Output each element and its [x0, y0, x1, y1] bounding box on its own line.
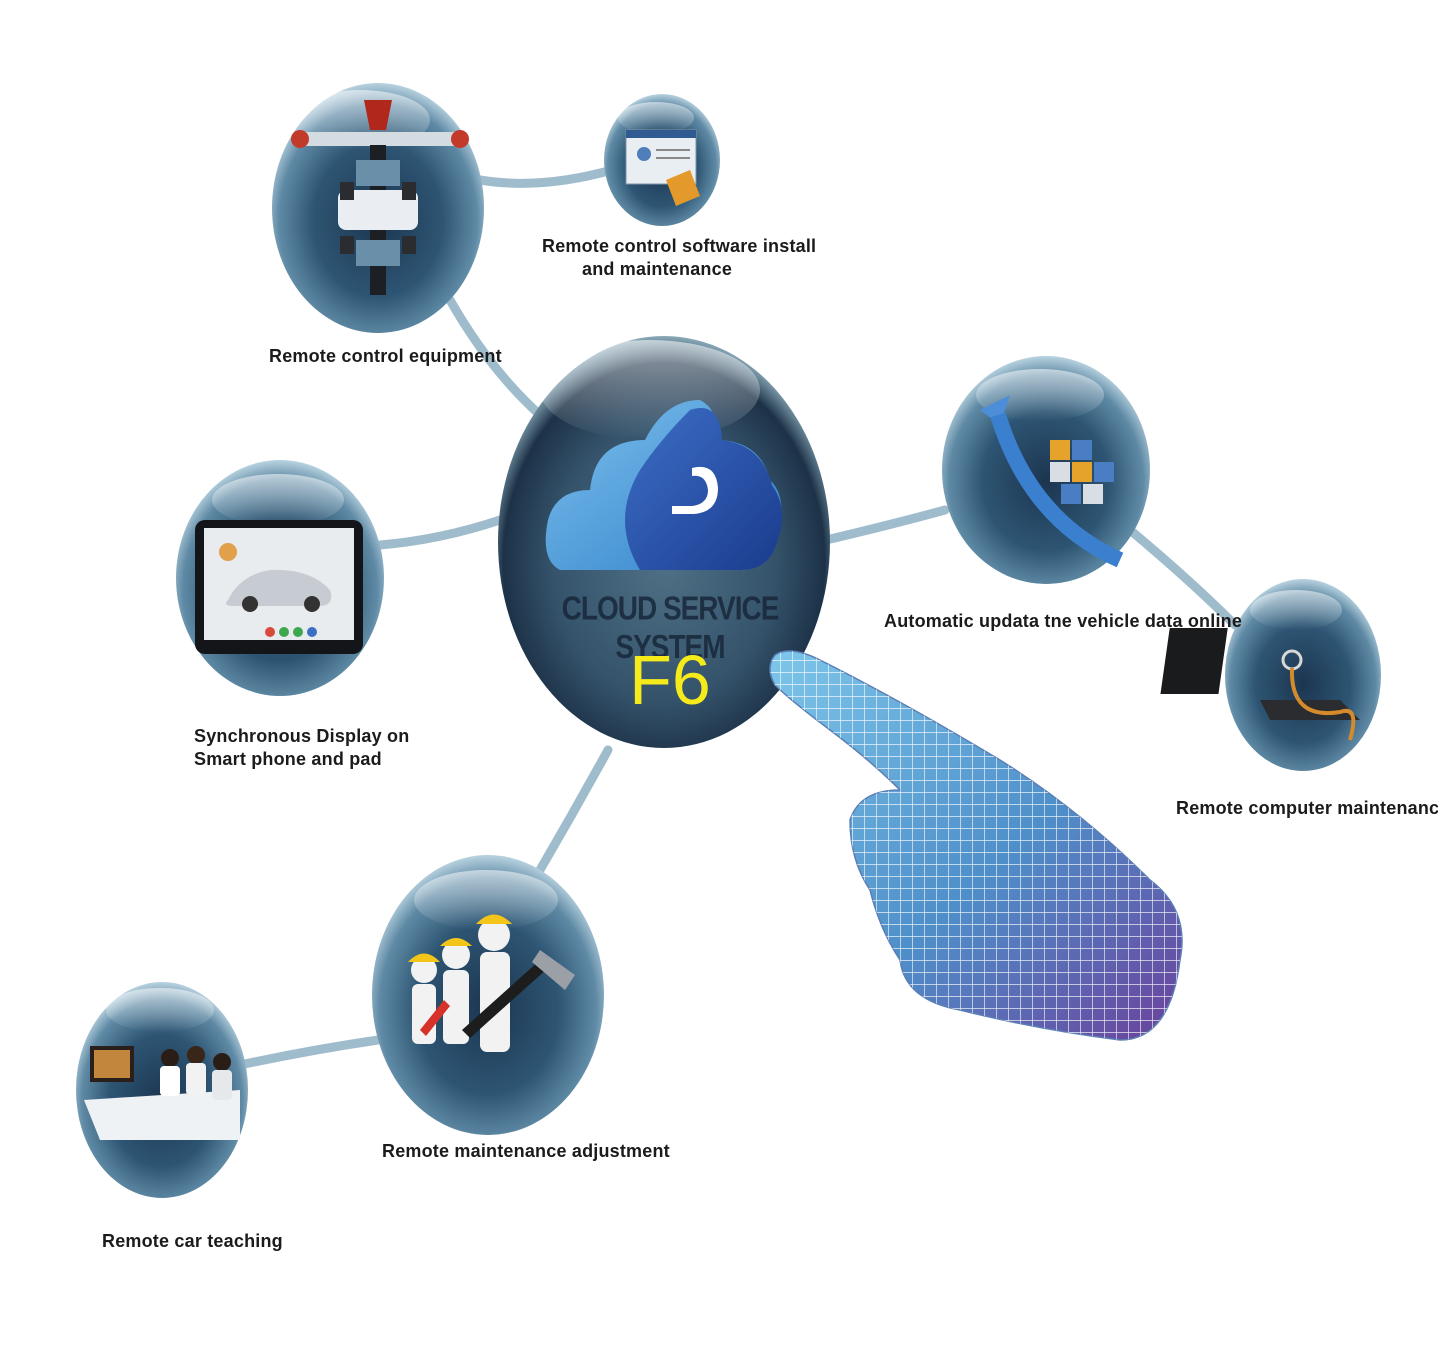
label-maintenance-adjustment: Remote maintenance adjustment: [382, 1141, 670, 1161]
label-software-install-line1: Remote control software install: [542, 236, 817, 256]
wireframe-hand-icon: [769, 650, 1183, 1041]
bubble-teaching: [76, 982, 248, 1198]
connector-computer: [1125, 525, 1240, 630]
connector-equipment: [445, 295, 545, 420]
bubble-sync: [176, 460, 384, 696]
installer-window-icon: [625, 129, 700, 206]
data-cube-arrow-icon: [980, 395, 1124, 568]
connectors: [235, 165, 1240, 1070]
connector-update: [821, 505, 950, 545]
workers-tools-icon: [408, 914, 575, 1052]
meeting-room-icon: [84, 1046, 240, 1140]
label-software-install-line2: and maintenance: [582, 259, 733, 279]
bubble-computer: [1160, 579, 1381, 771]
label-remote-control-equipment: Remote control equipment: [269, 346, 502, 366]
center-code: F6: [629, 641, 711, 719]
bubble-center: [498, 336, 830, 748]
bubble-equipment: [272, 83, 484, 333]
label-car-teaching: Remote car teaching: [102, 1231, 283, 1251]
laptop-stethoscope-icon: [1160, 628, 1360, 741]
connector-teaching: [235, 1035, 383, 1070]
bubble-update: [942, 356, 1150, 584]
bubble-software: [604, 94, 720, 226]
center-title: CLOUD SERVICE SYSTEM: [561, 589, 780, 666]
cloud-wrench-icon: [545, 400, 783, 570]
label-sync-display-line1: Synchronous Display on: [194, 726, 410, 746]
bubble-maintenance: [372, 855, 604, 1135]
label-computer-maintenance: Remote computer maintenance: [1176, 798, 1438, 818]
connector-maintenance: [535, 745, 613, 875]
label-sync-display-line2: Smart phone and pad: [194, 749, 382, 769]
label-auto-update: Automatic updata tne vehicle data online: [884, 611, 1243, 631]
connector-software: [475, 165, 617, 188]
alignment-rig-icon: [291, 100, 469, 295]
tablet-car-icon: [195, 520, 363, 654]
connector-sync: [375, 515, 505, 550]
